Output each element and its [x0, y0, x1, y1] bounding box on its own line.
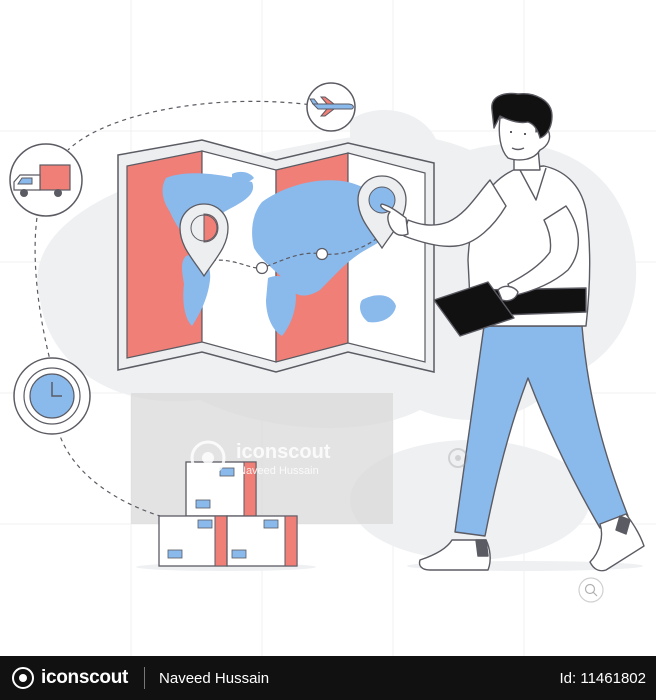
trousers	[454, 325, 629, 537]
hair	[491, 92, 553, 139]
clock-icon	[29, 373, 75, 419]
zoom-icon[interactable]	[578, 577, 604, 603]
dashed-route	[34, 100, 333, 517]
route-stop	[255, 261, 269, 275]
clock-badge	[13, 357, 91, 435]
pointing-hand	[380, 203, 409, 237]
footer-asset-id: Id: 11461802	[559, 669, 646, 687]
shoe-right	[589, 513, 645, 572]
shoe-left	[418, 539, 491, 571]
pointing-arm	[403, 179, 507, 248]
tablet-icon	[433, 281, 519, 337]
watermark-brand: iconscout	[236, 441, 331, 463]
watermark-panel	[131, 393, 393, 524]
map-pin-icon	[179, 203, 229, 278]
footer-divider	[144, 667, 146, 689]
footer-author[interactable]: Naveed Hussain	[159, 669, 270, 687]
airplane-icon	[309, 96, 354, 117]
truck-icon	[13, 164, 71, 197]
footer-brand: iconscout	[41, 667, 129, 688]
truck-badge	[9, 143, 83, 217]
box-icon	[158, 515, 228, 567]
route-stop	[315, 247, 329, 261]
footer-bar: iconscout Naveed Hussain Id: 11461802	[0, 656, 656, 700]
illustration: iconscout Naveed Hussain	[0, 0, 656, 656]
watermark-logo-icon	[190, 440, 226, 476]
footer-logo[interactable]: iconscout	[12, 667, 128, 689]
watermark: iconscout Naveed Hussain	[190, 440, 331, 477]
small-watermark-icon	[448, 448, 468, 468]
watermark-author: Naveed Hussain	[238, 465, 319, 477]
world-map	[117, 139, 435, 373]
iconscout-logo-icon	[12, 667, 34, 689]
airplane-badge	[306, 82, 356, 132]
man-figure	[380, 92, 645, 572]
box-icon	[226, 515, 298, 567]
